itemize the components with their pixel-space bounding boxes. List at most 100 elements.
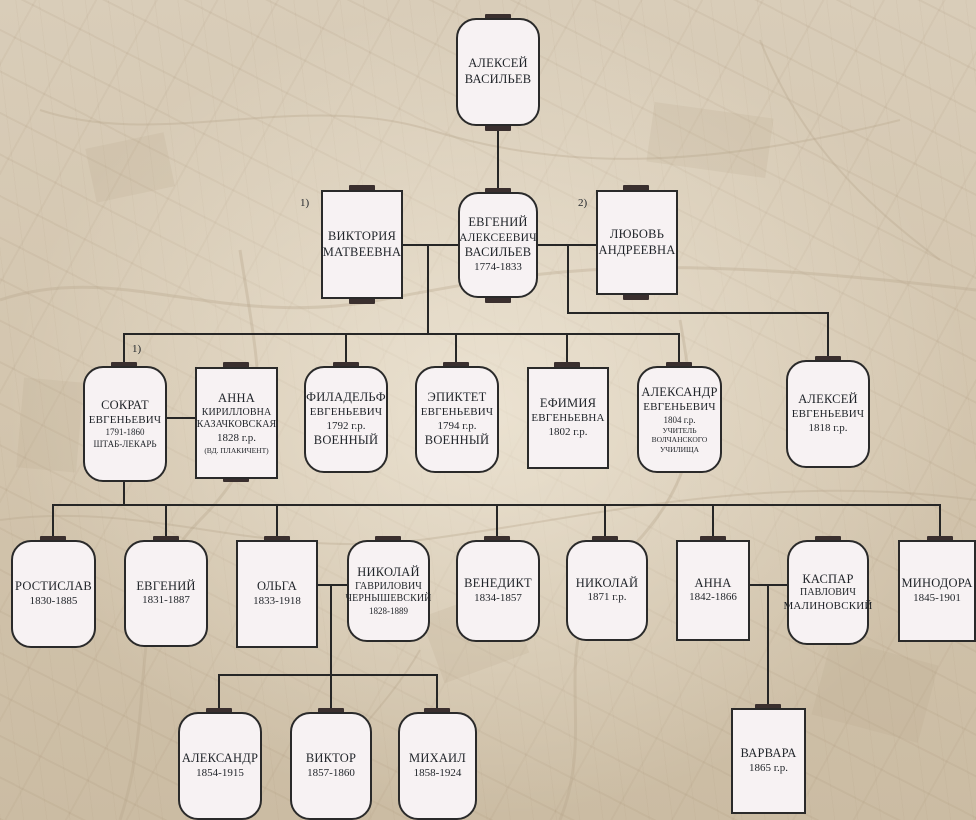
person-patronymic: ЕВГЕНЬЕВИЧ xyxy=(88,413,162,426)
person-card-filadelf: ФИЛАДЕЛЬФ ЕВГЕНЬЕВИЧ 1792 г.р. ВОЕННЫЙ xyxy=(304,366,388,473)
card-tab xyxy=(485,297,511,303)
person-surname: ВАСИЛЬЕВ xyxy=(464,245,532,260)
person-name: СОКРАТ xyxy=(101,398,149,413)
person-name: ЕВГЕНИЙ xyxy=(468,215,528,230)
person-dates: 1818 г.р. xyxy=(808,421,848,434)
person-card-nikolay-chernyshevsky: НИКОЛАЙ ГАВРИЛОВИЧ ЧЕРНЫШЕВСКИЙ 1828-188… xyxy=(345,540,432,642)
person-dates: 1858-1924 xyxy=(413,766,462,779)
card-tab xyxy=(40,536,66,542)
person-dates: 1871 г.р. xyxy=(587,591,627,604)
person-dates: 1828 г.р. xyxy=(216,431,257,444)
card-tab xyxy=(349,298,375,304)
person-name: НИКОЛАЙ xyxy=(575,575,639,590)
marriage-mark-1: 1) xyxy=(300,197,310,209)
card-tab xyxy=(375,536,401,542)
person-name: РОСТИСЛАВ xyxy=(15,579,92,594)
person-name: АЛЕКСАНДР xyxy=(641,385,718,400)
person-card-olga: ОЛЬГА 1833-1918 xyxy=(236,540,318,648)
card-tab xyxy=(223,362,249,368)
line-second-marriage-to-aleksey-e xyxy=(567,244,829,361)
person-card-aleksey-evgenyevich: АЛЕКСЕЙ ЕВГЕНЬЕВИЧ 1818 г.р. xyxy=(786,360,870,468)
person-dates: 1802 г.р. xyxy=(548,425,588,438)
card-tab xyxy=(485,125,511,131)
person-note: ВОЛЧАНСКОГО xyxy=(651,435,708,445)
person-patronymic: ГАВРИЛОВИЧ xyxy=(355,580,422,592)
person-surname: ЧЕРНЫШЕВСКИЙ xyxy=(345,593,432,605)
person-card-lyubov: ЛЮБОВЬ АНДРЕЕВНА xyxy=(596,190,678,295)
person-card-nikolay-sokratovich: НИКОЛАЙ 1871 г.р. xyxy=(566,540,648,641)
person-card-aleksandr-evgenyevich: АЛЕКСАНДР ЕВГЕНЬЕВИЧ 1804 г.р. УЧИТЕЛЬ В… xyxy=(637,366,722,473)
person-name: ЕФИМИЯ xyxy=(539,396,597,411)
person-dates: 1791-1860 xyxy=(105,427,145,438)
person-card-viktoria: ВИКТОРИЯ МАТВЕЕВНА xyxy=(321,190,403,299)
person-patronymic: ЕВГЕНЬЕВИЧ xyxy=(420,405,494,418)
person-card-evgeny-sokratovich: ЕВГЕНИЙ 1831-1887 xyxy=(124,540,208,647)
person-card-aleksey-vasilyev: АЛЕКСЕЙ ВАСИЛЬЕВ xyxy=(456,18,540,126)
person-patronymic: МАТВЕЕВНА xyxy=(322,244,402,259)
card-tab xyxy=(485,188,511,194)
person-name: ЛЮБОВЬ xyxy=(609,226,665,241)
card-tab xyxy=(111,362,137,368)
person-card-benedikt: ВЕНЕДИКТ 1834-1857 xyxy=(456,540,540,642)
person-name: АЛЕКСЕЙ xyxy=(468,56,528,71)
card-tab xyxy=(700,536,726,542)
person-name: ВИКТОР xyxy=(305,751,357,766)
card-tab xyxy=(592,536,618,542)
person-patronymic: АНДРЕЕВНА xyxy=(598,242,676,257)
card-tab xyxy=(485,14,511,20)
person-surname: ВАСИЛЬЕВ xyxy=(464,72,532,86)
person-card-efimia: ЕФИМИЯ ЕВГЕНЬЕВНА 1802 г.р. xyxy=(527,367,609,469)
card-tab xyxy=(666,362,692,368)
person-card-minodora: МИНОДОРА 1845-1901 xyxy=(898,540,976,642)
person-patronymic: ЕВГЕНЬЕВИЧ xyxy=(309,405,383,418)
person-dates: 1830-1885 xyxy=(29,594,78,607)
person-name: АННА xyxy=(694,575,732,590)
card-tab xyxy=(333,362,359,368)
person-name: ФИЛАДЕЛЬФ xyxy=(306,390,386,405)
person-name: НИКОЛАЙ xyxy=(357,565,420,580)
person-name: КАСПАР xyxy=(802,571,854,586)
person-name: АННА xyxy=(218,391,255,406)
person-card-kaspar-malinovsky: КАСПАР ПАВЛОВИЧ МАЛИНОВСКИЙ xyxy=(783,540,872,645)
card-tab xyxy=(927,536,953,542)
card-tab xyxy=(318,708,344,714)
person-note: УЧИТЕЛЬ xyxy=(662,425,697,435)
card-tab xyxy=(815,536,841,542)
person-name: ЕВГЕНИЙ xyxy=(136,578,196,593)
person-card-rostislav: РОСТИСЛАВ 1830-1885 xyxy=(11,540,96,648)
person-dates: 1774-1833 xyxy=(474,260,522,273)
person-card-mikhail: МИХАИЛ 1858-1924 xyxy=(398,712,477,820)
person-card-varvara: ВАРВАРА 1865 г.р. xyxy=(731,708,806,814)
card-tab xyxy=(554,362,580,368)
card-tab xyxy=(424,708,450,714)
card-tab xyxy=(755,704,781,710)
person-card-evgeny: ЕВГЕНИЙ АЛЕКСЕЕВИЧ ВАСИЛЬЕВ 1774-1833 xyxy=(458,192,538,298)
person-patronymic: ЕВГЕНЬЕВИЧ xyxy=(791,408,865,421)
person-card-sokrat: СОКРАТ ЕВГЕНЬЕВИЧ 1791-1860 ШТАБ-ЛЕКАРЬ xyxy=(83,366,167,482)
person-patronymic: ПАВЛОВИЧ xyxy=(800,587,856,599)
person-dates: 1865 г.р. xyxy=(748,761,789,774)
card-tab xyxy=(815,356,841,362)
person-dates: 1845-1901 xyxy=(913,591,961,604)
person-patronymic: ЕВГЕНЬЕВНА xyxy=(531,412,605,425)
person-note: ШТАБ-ЛЕКАРЬ xyxy=(93,438,157,449)
person-name: ОЛЬГА xyxy=(257,579,297,594)
card-tab xyxy=(443,362,469,368)
person-name: МИХАИЛ xyxy=(409,751,466,766)
person-name: ВИКТОРИЯ xyxy=(327,228,397,243)
card-tab xyxy=(206,708,232,714)
marriage-mark-sokrat: 1) xyxy=(132,343,142,355)
person-dates: 1842-1866 xyxy=(689,591,737,604)
person-card-anna-sokratovna: АННА 1842-1866 xyxy=(676,540,750,641)
person-dates: 1854-1915 xyxy=(196,766,244,779)
card-tab xyxy=(349,185,375,191)
person-note: УЧИЛИЩА xyxy=(659,444,700,454)
marriage-mark-2: 2) xyxy=(578,197,588,209)
person-card-anna-kazachkovskaya: АННА КИРИЛЛОВНА КАЗАЧКОВСКАЯ 1828 г.р. (… xyxy=(195,367,278,479)
person-dates: 1834-1857 xyxy=(474,591,522,604)
person-card-epiktet: ЭПИКТЕТ ЕВГЕНЬЕВИЧ 1794 г.р. ВОЕННЫЙ xyxy=(415,366,499,473)
person-name: ВАРВАРА xyxy=(740,746,797,761)
person-name: АЛЕКСАНДР xyxy=(181,751,259,766)
person-dates: 1794 г.р. xyxy=(437,419,477,432)
